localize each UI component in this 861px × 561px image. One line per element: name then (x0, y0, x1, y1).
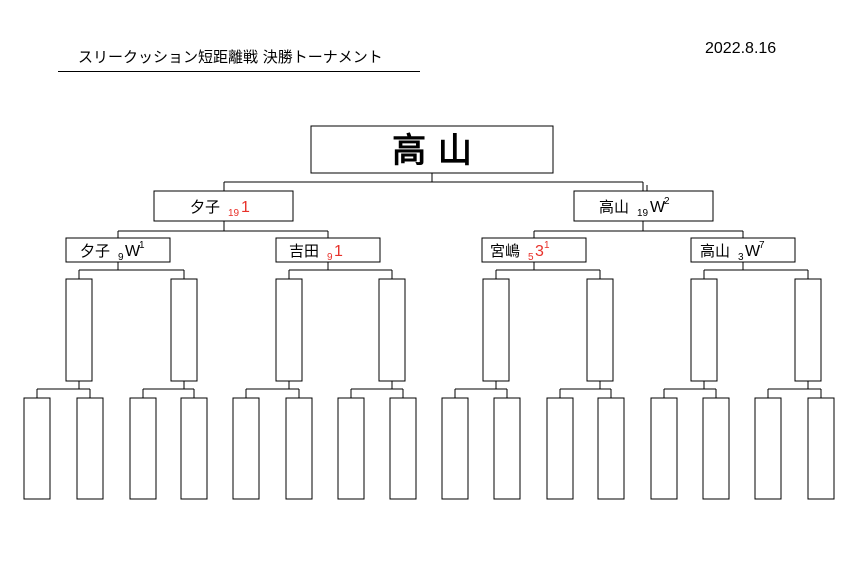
quarterfinal-4-player-name: 高山 (700, 242, 730, 260)
quarterfinal-4-seed: 3 (738, 252, 744, 263)
round32-box-4 (180, 397, 208, 500)
semifinal-2-superscript: 2 (664, 196, 670, 207)
quarterfinal-3-score: 3 (535, 243, 544, 260)
semifinal-1-seed: 19 (228, 208, 240, 219)
quarterfinal-3-superscript: 1 (544, 240, 550, 251)
quarterfinal-box-4 (690, 237, 796, 263)
champion-box (310, 125, 554, 174)
quarterfinal-2-player-name: 吉田 (289, 242, 319, 260)
quarterfinal-box-1 (65, 237, 171, 263)
semifinal-2-player-name: 高山 (599, 198, 629, 216)
round16-box-4 (378, 278, 406, 382)
round16-box-8 (794, 278, 822, 382)
semifinal-2-seed: 19 (637, 208, 649, 219)
round32-box-5 (232, 397, 260, 500)
round32-box-15 (754, 397, 782, 500)
quarterfinal-4-superscript: 7 (759, 240, 765, 251)
quarterfinal-box-3 (481, 237, 587, 263)
round16-box-1 (65, 278, 93, 382)
round32-box-11 (546, 397, 574, 500)
semifinal-box-2 (573, 190, 714, 222)
round32-box-7 (337, 397, 365, 500)
quarterfinal-2-seed: 9 (327, 252, 333, 263)
round16-box-7 (690, 278, 718, 382)
round16-box-6 (586, 278, 614, 382)
champion-name: 高 山 (392, 131, 472, 171)
event-date: 2022.8.16 (705, 40, 777, 57)
round32-box-16 (807, 397, 835, 500)
semifinal-box-1 (153, 190, 294, 222)
quarterfinal-1-superscript: 1 (139, 240, 145, 251)
bracket-lines (36, 173, 822, 398)
quarterfinal-box-2 (275, 237, 381, 263)
round32-box-2 (76, 397, 104, 500)
round32-box-10 (493, 397, 521, 500)
quarterfinal-1-seed: 9 (118, 252, 124, 263)
round32-box-3 (129, 397, 157, 500)
bracket-boxes (23, 125, 835, 500)
round16-box-2 (170, 278, 198, 382)
semifinal-1-score: 1 (241, 199, 250, 216)
round32-box-13 (650, 397, 678, 500)
quarterfinal-2-score: 1 (334, 243, 343, 260)
quarterfinal-4-score: W (745, 243, 761, 260)
round32-box-8 (389, 397, 417, 500)
round32-box-9 (441, 397, 469, 500)
quarterfinal-3-seed: 5 (528, 252, 534, 263)
quarterfinal-1-player-name: 夕子 (80, 242, 110, 260)
round16-box-5 (482, 278, 510, 382)
semifinal-1-player-name: 夕子 (190, 198, 220, 216)
quarterfinal-1-score: W (125, 243, 141, 260)
round32-box-6 (285, 397, 313, 500)
title-underline (58, 71, 420, 72)
round16-box-3 (275, 278, 303, 382)
semifinal-2-score: W (650, 199, 666, 216)
round32-box-14 (702, 397, 730, 500)
round32-box-12 (597, 397, 625, 500)
tournament-title: スリークッション短距離戦 決勝トーナメント (78, 48, 383, 66)
quarterfinal-3-player-name: 宮嶋 (490, 242, 520, 260)
round32-box-1 (23, 397, 51, 500)
